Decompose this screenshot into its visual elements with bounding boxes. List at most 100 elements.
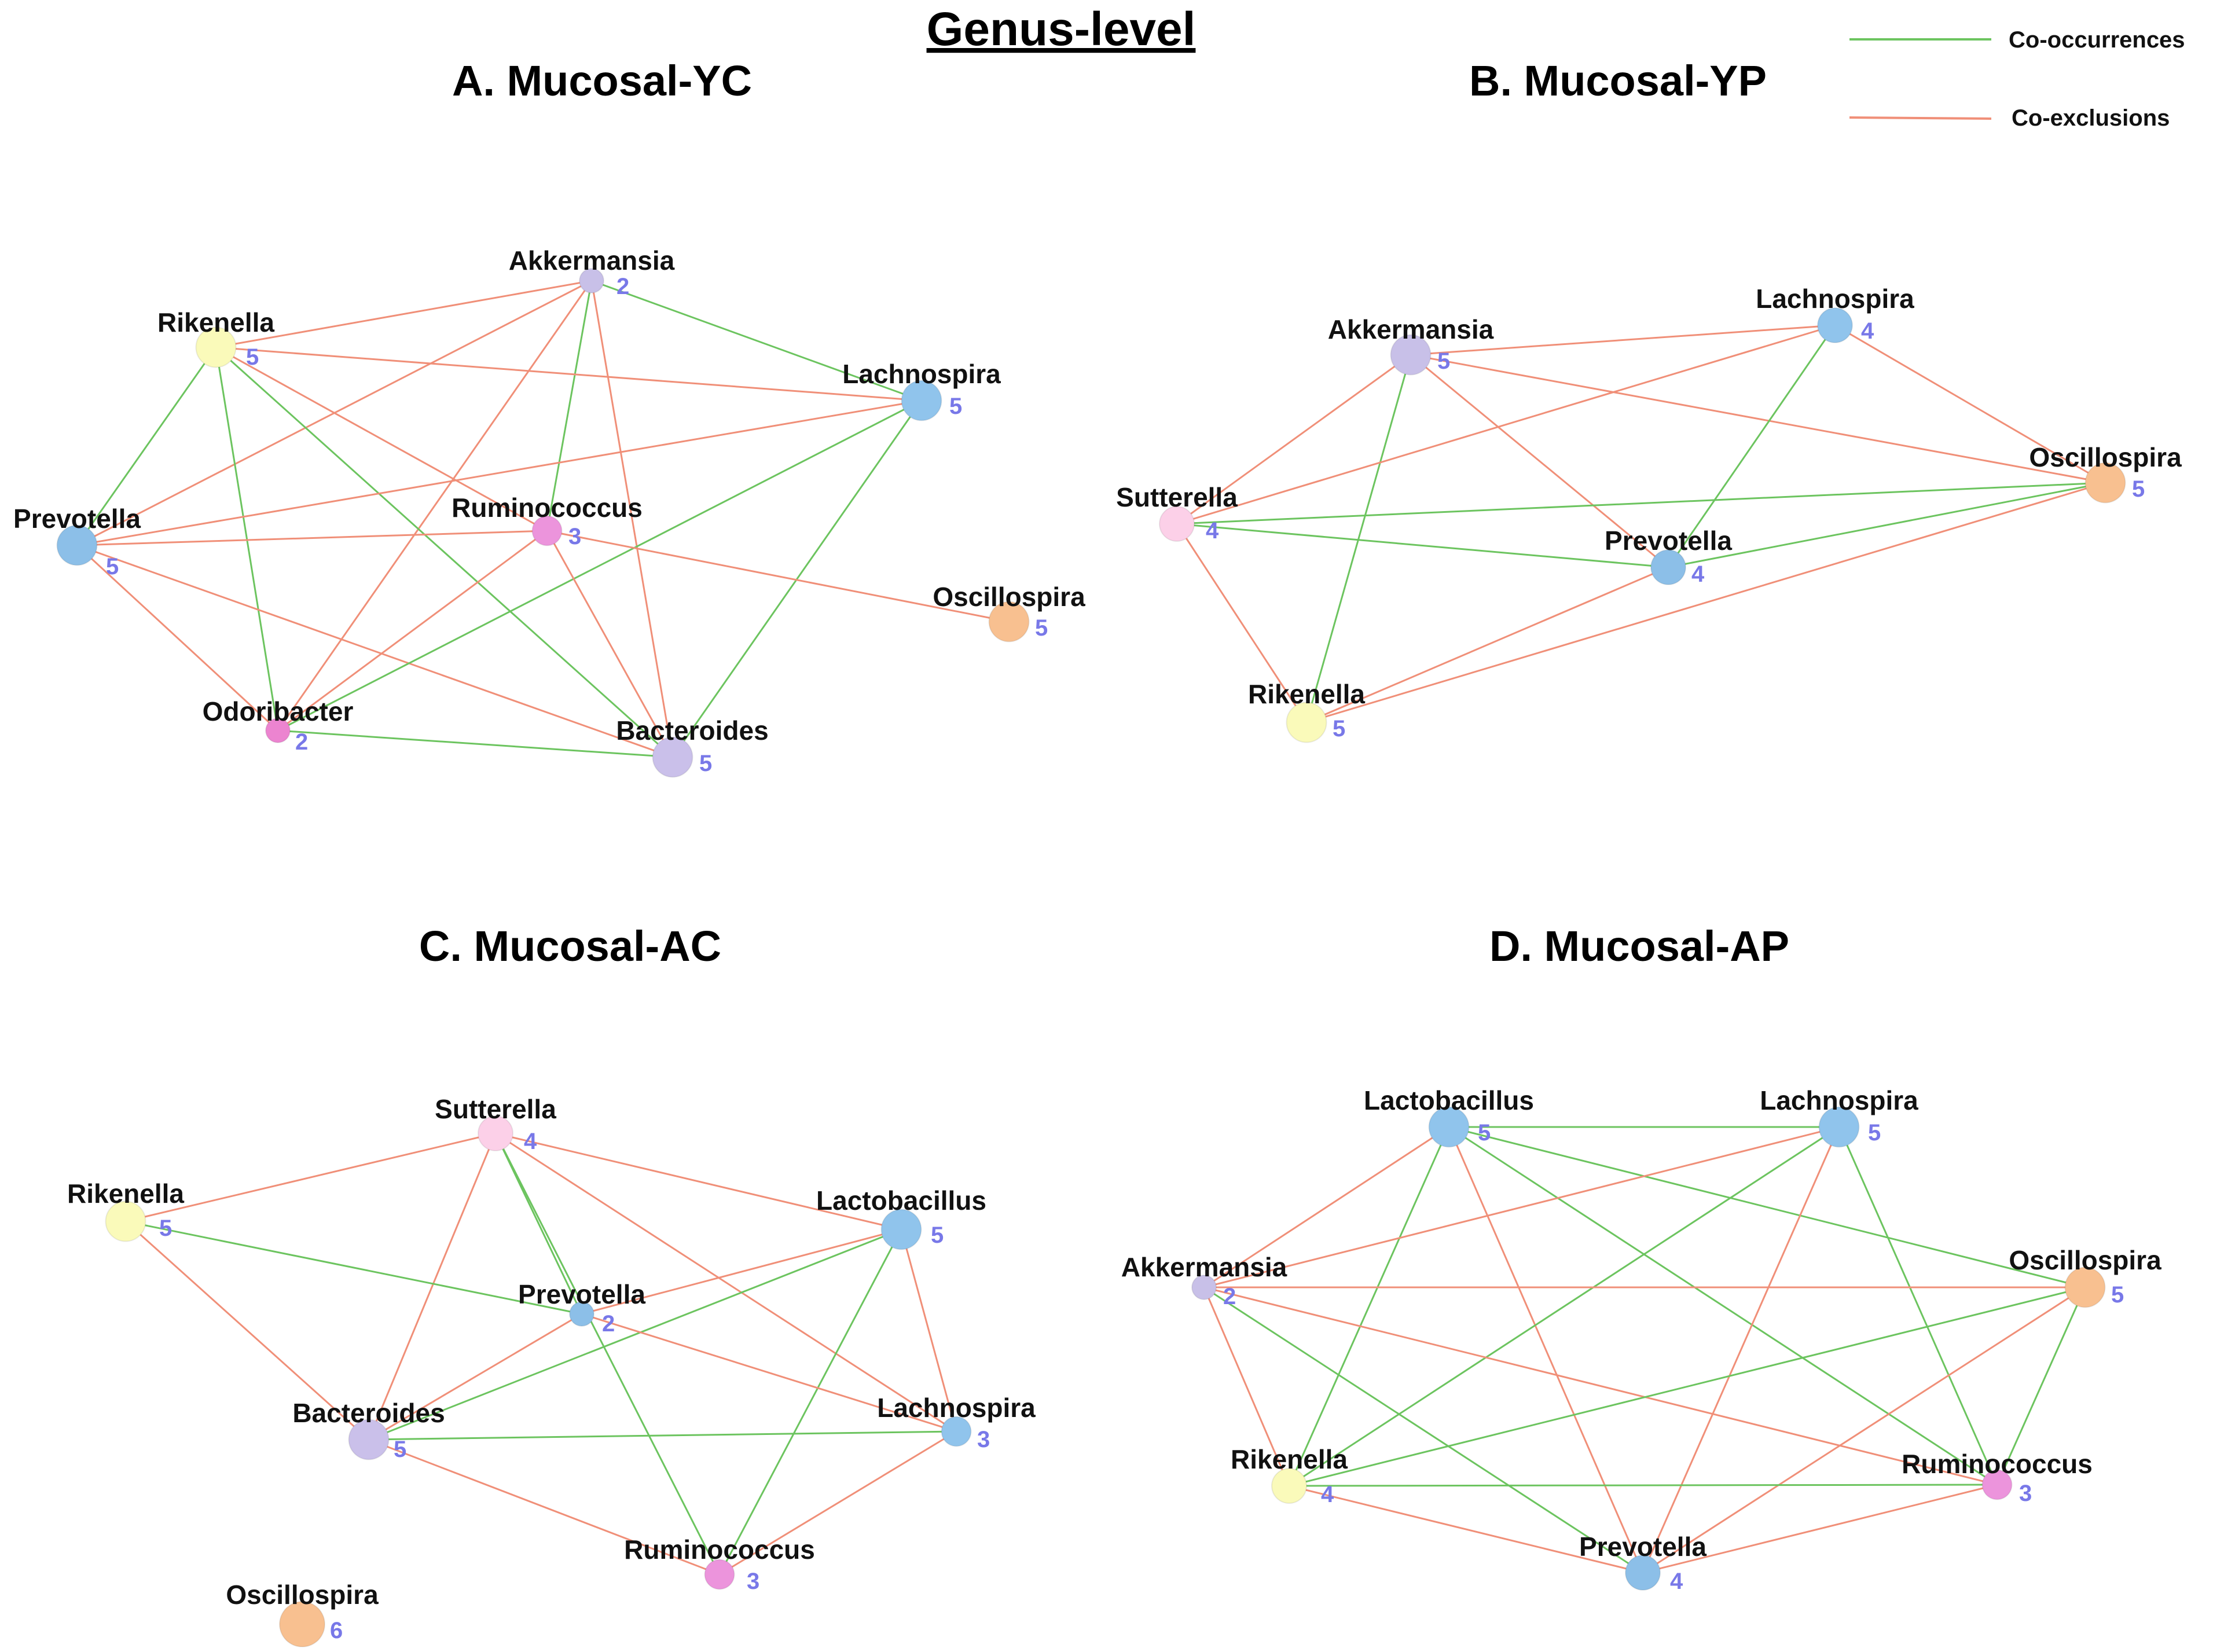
node-prevotella: Prevotella 5 [13, 504, 141, 579]
node-akkermansia-circle [1390, 334, 1432, 376]
edge-lactobacillus-ruminococcus [1448, 1126, 1998, 1486]
node-prevotella-circle [56, 524, 98, 566]
node-prevotella-degree: 2 [602, 1311, 615, 1337]
panel-c-nodes: Sutterella4Rikenella5Lactobacillus5Prevo… [67, 1094, 1036, 1647]
panel-a-edges [76, 280, 1010, 758]
node-ruminococcus-degree: 3 [2019, 1481, 2032, 1506]
edge-sutterella-rikenella [1176, 523, 1308, 723]
edge-lachnospira-sutterella [1176, 324, 1836, 525]
edge-prevotella-oscillospira [1668, 482, 2106, 568]
node-akkermansia-label: Akkermansia [1328, 314, 1494, 344]
node-prevotella-circle [569, 1301, 594, 1327]
node-prevotella-label: Prevotella [13, 504, 141, 534]
edge-ruminococcus-oscillospira [546, 530, 1010, 623]
edge-lachnospira-ruminococcus [1838, 1126, 1998, 1485]
node-prevotella-degree: 5 [106, 554, 119, 579]
panel-c: C. Mucosal-AC Sutterella4Rikenella5Lacto… [67, 922, 1036, 1647]
node-prevotella-degree: 4 [1670, 1569, 1683, 1594]
node-oscillospira-circle [988, 601, 1030, 643]
node-lactobacillus-degree: 5 [931, 1223, 944, 1248]
legend-co-occurrence-label: Co-occurrences [2009, 27, 2185, 53]
edge-prevotella-odoribacter [76, 544, 279, 732]
edge-rikenella-prevotella [76, 347, 217, 546]
node-oscillospira-circle [2084, 462, 2126, 504]
node-bacteroides-label: Bacteroides [292, 1398, 445, 1428]
edge-lactobacillus-lachnospira [900, 1229, 957, 1432]
edge-sutterella-prevotella [1176, 523, 1669, 568]
node-odoribacter-circle [265, 718, 291, 743]
edge-rikenella-prevotella [125, 1220, 582, 1315]
edge-lachnospira-bacteroides [671, 400, 923, 758]
node-oscillospira-circle [2064, 1266, 2106, 1308]
node-lachnospira-label: Lachnospira [877, 1393, 1036, 1423]
node-sutterella-circle [1159, 506, 1195, 542]
edge-bacteroides-lachnospira [368, 1430, 957, 1441]
node-ruminococcus-circle [1981, 1469, 2013, 1500]
node-oscillospira-degree: 5 [2132, 476, 2145, 502]
node-lachnospira-circle [1817, 307, 1853, 343]
edge-sutterella-rikenella [125, 1132, 496, 1223]
node-akkermansia-label: Akkermansia [509, 245, 675, 276]
node-prevotella-circle [1650, 549, 1686, 585]
edge-lachnospira-prevotella [1642, 1126, 1840, 1573]
panel-b: B. Mucosal-YP Akkermansia5Lachnospira4Os… [1116, 57, 2182, 743]
node-ruminococcus-degree: 3 [747, 1569, 759, 1594]
edge-sutterella-bacteroides [368, 1133, 497, 1440]
edge-sutterella-oscillospira [1176, 482, 2106, 525]
node-ruminococcus: Ruminococcus 3 [624, 1534, 815, 1594]
node-ruminococcus-label: Ruminococcus [624, 1534, 815, 1565]
panel-d-nodes: Lactobacillus5Lachnospira5Akkermansia2Os… [1121, 1085, 2161, 1594]
edge-rikenella-ruminococcus [1289, 1484, 1998, 1487]
node-rikenella: Rikenella 5 [67, 1179, 184, 1242]
node-bacteroides-degree: 5 [394, 1437, 406, 1462]
edge-akkermansia-ruminococcus [546, 280, 593, 531]
node-oscillospira-label: Oscillospira [2009, 1245, 2161, 1275]
node-rikenella-label: Rikenella [67, 1179, 184, 1209]
node-rikenella-degree: 5 [159, 1216, 172, 1241]
node-akkermansia-circle [579, 268, 604, 293]
node-lactobacillus-circle [1428, 1106, 1470, 1148]
node-rikenella-circle [1271, 1468, 1307, 1504]
edge-akkermansia-ruminococcus [1203, 1286, 1998, 1486]
node-akkermansia-circle [1191, 1275, 1217, 1300]
edge-prevotella-bacteroides [368, 1313, 582, 1441]
panel-b-edges [1176, 324, 2106, 724]
panel-d-title: D. Mucosal-AP [1489, 922, 1789, 970]
node-lachnospira-degree: 3 [977, 1427, 990, 1452]
edge-ruminococcus-bacteroides [546, 530, 674, 758]
node-bacteroides: Bacteroides 5 [292, 1398, 445, 1462]
node-prevotella-degree: 4 [1691, 561, 1705, 587]
edge-prevotella-ruminococcus [76, 530, 548, 546]
node-sutterella-circle [478, 1115, 513, 1151]
node-rikenella-label: Rikenella [1248, 679, 1365, 709]
edge-lachnospira-odoribacter [277, 399, 922, 732]
edge-akkermansia-bacteroides [590, 280, 674, 758]
panel-b-nodes: Akkermansia5Lachnospira4Oscillospira5Sut… [1116, 284, 2182, 743]
figure-title: Genus-level [927, 3, 1196, 56]
node-lachnospira-label: Lachnospira [842, 359, 1001, 389]
edge-rikenella-oscillospira [1306, 482, 2106, 724]
node-rikenella-circle [105, 1201, 146, 1242]
node-lactobacillus-label: Lactobacillus [1364, 1085, 1534, 1115]
panel-c-title: C. Mucosal-AC [419, 922, 721, 970]
node-rikenella-circle [195, 326, 237, 368]
edge-lactobacillus-prevotella [1448, 1126, 1644, 1573]
node-lactobacillus-circle [880, 1209, 922, 1250]
node-akkermansia-degree: 2 [616, 274, 629, 299]
node-lachnospira: Lachnospira 3 [877, 1393, 1036, 1452]
